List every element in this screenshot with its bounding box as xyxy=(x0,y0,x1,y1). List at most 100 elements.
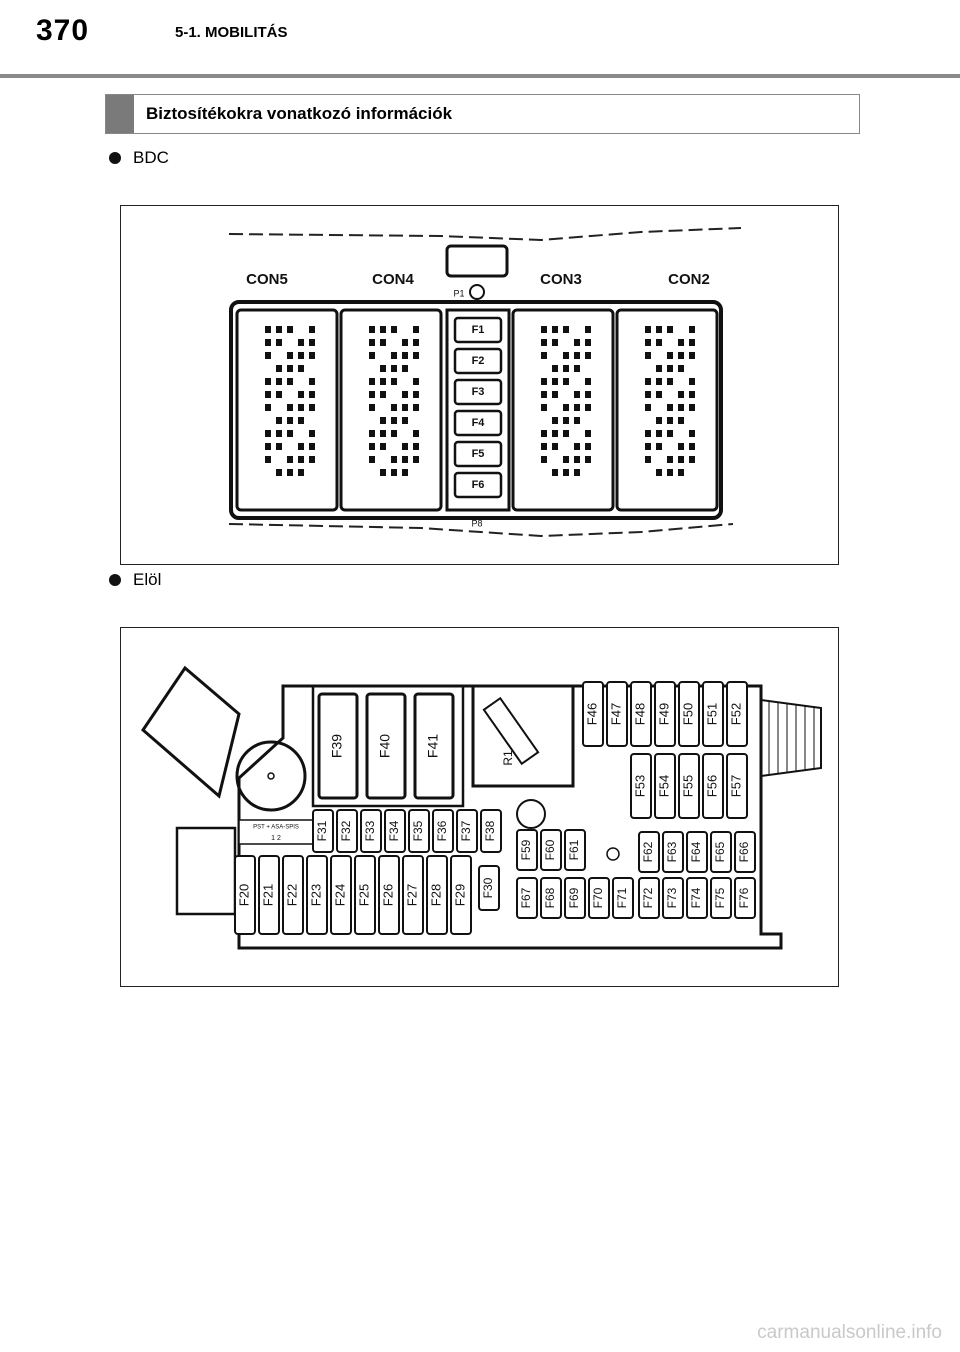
bdc-pin xyxy=(265,326,271,333)
bdc-pin xyxy=(369,404,375,411)
bdc-pin xyxy=(541,443,547,450)
bdc-pin xyxy=(380,326,386,333)
front-fuse-f28-label: F28 xyxy=(428,884,443,906)
front-fuse-f65-label: F65 xyxy=(713,841,727,862)
bdc-fuse-f1 xyxy=(453,316,503,344)
front-fuse-f71 xyxy=(612,877,634,919)
bdc-pin xyxy=(645,378,651,385)
front-fuse-f55 xyxy=(678,753,700,819)
bullet-bdc-label: BDC xyxy=(133,148,169,167)
bdc-pin xyxy=(656,417,662,424)
front-fuse-f27-label: F27 xyxy=(404,884,419,906)
front-fuse-f38-label: F38 xyxy=(483,820,497,841)
bdc-pin xyxy=(574,404,580,411)
bdc-connector-label-con2: CON2 xyxy=(668,271,710,288)
front-fuse-f52 xyxy=(726,681,748,747)
front-fuse-f41 xyxy=(413,692,455,800)
front-fuse-f48 xyxy=(630,681,652,747)
bdc-pin xyxy=(689,404,695,411)
bdc-pin xyxy=(380,430,386,437)
bdc-pin xyxy=(656,469,662,476)
bdc-fuse-f3 xyxy=(453,378,503,406)
bdc-pin xyxy=(298,456,304,463)
bdc-pin xyxy=(563,378,569,385)
front-fuse-f64 xyxy=(686,831,708,873)
bdc-pin xyxy=(585,326,591,333)
bdc-pin xyxy=(678,456,684,463)
front-large-fuse-bay xyxy=(311,684,465,808)
bdc-pin xyxy=(287,456,293,463)
front-fuse-f53 xyxy=(630,753,652,819)
front-fuse-f33 xyxy=(360,809,382,853)
bdc-pin xyxy=(276,391,282,398)
bdc-pin xyxy=(309,430,315,437)
front-fuse-f22-label: F22 xyxy=(284,884,299,906)
bdc-pin xyxy=(391,404,397,411)
front-fuse-f69 xyxy=(564,877,586,919)
bdc-fuse-label-f5: F5 xyxy=(472,448,485,460)
bdc-pin xyxy=(276,339,282,346)
bdc-pin xyxy=(563,365,569,372)
bdc-pin xyxy=(678,391,684,398)
bdc-pin xyxy=(298,339,304,346)
bdc-pin xyxy=(689,456,695,463)
bdc-pin xyxy=(265,391,271,398)
bdc-pin xyxy=(369,339,375,346)
bdc-pin xyxy=(413,352,419,359)
bdc-connector-con5 xyxy=(235,308,339,512)
bdc-connector-label-con4: CON4 xyxy=(372,271,414,288)
front-fuse-f33-label: F33 xyxy=(363,820,377,841)
bdc-pin xyxy=(380,365,386,372)
bdc-pin xyxy=(265,430,271,437)
bdc-pin xyxy=(585,456,591,463)
bullet-dot-icon xyxy=(109,152,121,164)
bdc-pin xyxy=(413,326,419,333)
bdc-pin xyxy=(402,443,408,450)
bdc-pin xyxy=(402,339,408,346)
bdc-pin xyxy=(276,417,282,424)
front-fuse-f62-label: F62 xyxy=(641,841,655,862)
bdc-pin xyxy=(552,391,558,398)
bdc-pin xyxy=(552,417,558,424)
bdc-pin xyxy=(667,456,673,463)
bdc-pin xyxy=(552,469,558,476)
bdc-pin xyxy=(574,469,580,476)
front-label-plate-line2: 1 2 xyxy=(271,835,281,842)
bdc-pin xyxy=(678,443,684,450)
bdc-connector-con2 xyxy=(615,308,719,512)
front-fuse-f49 xyxy=(654,681,676,747)
bdc-pin xyxy=(552,365,558,372)
bdc-pin xyxy=(574,443,580,450)
bdc-pin xyxy=(265,339,271,346)
front-fuse-f73 xyxy=(662,877,684,919)
front-fuse-f36-label: F36 xyxy=(435,820,449,841)
bdc-pin xyxy=(265,352,271,359)
bdc-pin xyxy=(645,352,651,359)
front-fuse-f67 xyxy=(516,877,538,919)
bdc-fuse-label-f6: F6 xyxy=(472,479,485,491)
bdc-fuse-column xyxy=(445,308,511,512)
page-number: 370 xyxy=(36,14,90,47)
front-fuse-f69-label: F69 xyxy=(567,887,581,908)
front-fuse-f25-label: F25 xyxy=(356,884,371,906)
bdc-pin xyxy=(276,443,282,450)
bdc-pin xyxy=(689,326,695,333)
front-fuse-f31-label: F31 xyxy=(315,820,329,841)
front-fuse-f20-label: F20 xyxy=(236,884,251,906)
bdc-pin xyxy=(645,339,651,346)
bdc-pin xyxy=(309,456,315,463)
bdc-pin xyxy=(689,339,695,346)
front-relay-label: R1 xyxy=(501,750,515,766)
bdc-pin xyxy=(563,456,569,463)
bdc-pin xyxy=(413,339,419,346)
front-fuse-f76 xyxy=(734,877,756,919)
front-fuse-f61 xyxy=(564,829,586,871)
bdc-pin xyxy=(689,378,695,385)
bdc-pin xyxy=(574,352,580,359)
bdc-pin xyxy=(309,391,315,398)
front-fuse-f24-label: F24 xyxy=(332,884,347,906)
front-fuse-f28 xyxy=(426,855,448,935)
front-fuse-f56 xyxy=(702,753,724,819)
front-fuse-f60 xyxy=(540,829,562,871)
